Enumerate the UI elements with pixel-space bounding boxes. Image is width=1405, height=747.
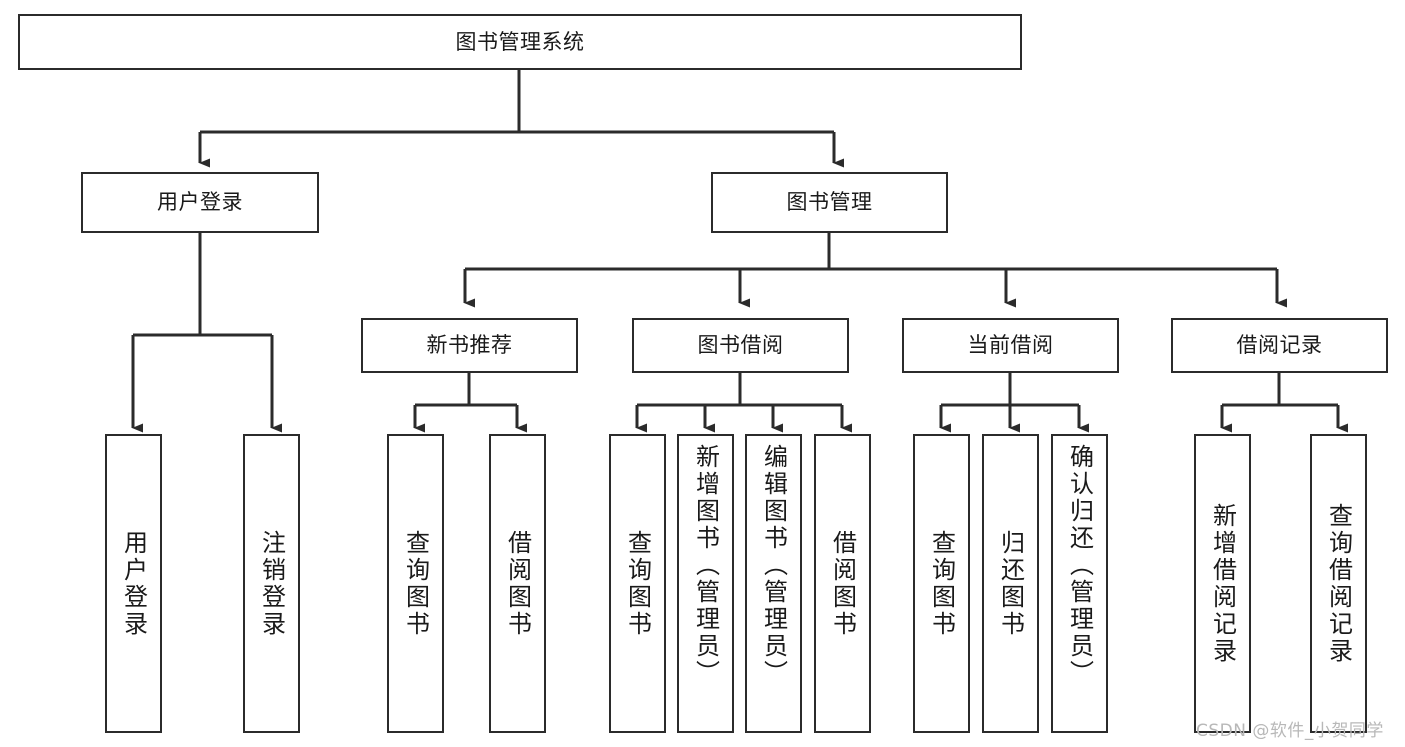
- leaf-borrow-add-book[interactable]: 新增图书（管理员）: [677, 434, 734, 733]
- node-user-login[interactable]: 用户登录: [81, 172, 319, 233]
- leaf-record-add[interactable]: 新增借阅记录: [1194, 434, 1251, 733]
- leaf-borrow-query-book-label: 查询图书: [623, 529, 652, 638]
- node-borrow-record-label: 借阅记录: [1236, 333, 1323, 358]
- leaf-user-login[interactable]: 用户登录: [105, 434, 162, 733]
- leaf-current-query-book[interactable]: 查询图书: [913, 434, 970, 733]
- node-new-book-recommend[interactable]: 新书推荐: [361, 318, 578, 373]
- node-new-book-recommend-label: 新书推荐: [426, 333, 513, 358]
- node-borrow-record[interactable]: 借阅记录: [1171, 318, 1388, 373]
- leaf-recommend-borrow-book-label: 借阅图书: [503, 529, 532, 638]
- node-root-label: 图书管理系统: [455, 29, 585, 54]
- leaf-user-logout[interactable]: 注销登录: [243, 434, 300, 733]
- node-book-management-label: 图书管理: [786, 190, 873, 215]
- leaf-recommend-borrow-book[interactable]: 借阅图书: [489, 434, 546, 733]
- node-book-management[interactable]: 图书管理: [711, 172, 948, 233]
- leaf-borrow-add-book-label: 新增图书（管理员）: [691, 444, 720, 687]
- leaf-user-login-label: 用户登录: [119, 529, 148, 638]
- leaf-current-return-book-label: 归还图书: [996, 529, 1025, 638]
- csdn-watermark: CSDN @软件_小贺同学: [1196, 721, 1384, 741]
- node-book-borrow[interactable]: 图书借阅: [632, 318, 849, 373]
- leaf-record-add-label: 新增借阅记录: [1208, 502, 1237, 665]
- leaf-record-query[interactable]: 查询借阅记录: [1310, 434, 1367, 733]
- node-book-borrow-label: 图书借阅: [697, 333, 784, 358]
- node-current-borrow-label: 当前借阅: [967, 333, 1054, 358]
- node-current-borrow[interactable]: 当前借阅: [902, 318, 1119, 373]
- leaf-current-query-book-label: 查询图书: [927, 529, 956, 638]
- node-root[interactable]: 图书管理系统: [18, 14, 1022, 70]
- node-user-login-label: 用户登录: [157, 190, 243, 215]
- leaf-current-return-book[interactable]: 归还图书: [982, 434, 1039, 733]
- leaf-borrow-edit-book-label: 编辑图书（管理员）: [759, 444, 788, 687]
- leaf-borrow-query-book[interactable]: 查询图书: [609, 434, 666, 733]
- leaf-current-confirm-return[interactable]: 确认归还（管理员）: [1051, 434, 1108, 733]
- leaf-borrow-edit-book[interactable]: 编辑图书（管理员）: [745, 434, 802, 733]
- leaf-recommend-query-book-label: 查询图书: [401, 529, 430, 638]
- leaf-current-confirm-return-label: 确认归还（管理员）: [1065, 444, 1094, 687]
- leaf-record-query-label: 查询借阅记录: [1324, 502, 1353, 665]
- leaf-recommend-query-book[interactable]: 查询图书: [387, 434, 444, 733]
- leaf-borrow-borrow-book[interactable]: 借阅图书: [814, 434, 871, 733]
- leaf-user-logout-label: 注销登录: [257, 529, 286, 638]
- leaf-borrow-borrow-book-label: 借阅图书: [828, 529, 857, 638]
